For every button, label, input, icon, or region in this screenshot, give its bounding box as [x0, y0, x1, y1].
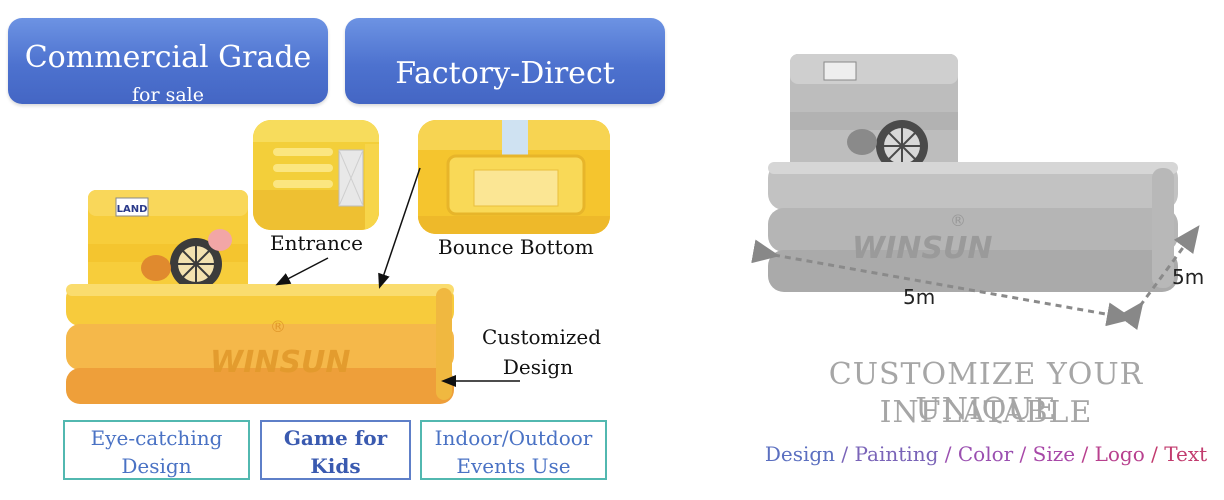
eye-catching-line1: Eye-catching: [90, 426, 223, 450]
customize-heading-line2: INFLATABLE: [879, 395, 1093, 430]
entrance-detail-photo: [253, 120, 379, 230]
option-separator: /: [1075, 442, 1095, 466]
customized-caption-line2: Design: [502, 355, 574, 379]
customized-design-caption: Customized Design: [482, 322, 602, 382]
eye-catching-design-box: Eye-catching Design: [63, 420, 250, 480]
option-separator: /: [835, 442, 855, 466]
entrance-caption: Entrance: [270, 231, 363, 255]
for-sale-subtitle: for sale: [132, 84, 204, 106]
indoor-outdoor-line2: Events Use: [456, 454, 571, 478]
bounce-bottom-caption: Bounce Bottom: [438, 235, 594, 259]
winsun-logo: WINSUN: [210, 345, 350, 380]
length-dimension-arrow-icon: [751, 239, 1134, 327]
option-painting: Painting: [854, 442, 939, 466]
option-separator: /: [1013, 442, 1033, 466]
length-dimension-label: 5m: [903, 285, 936, 309]
option-size: Size: [1032, 442, 1076, 466]
game-for-kids-line1: Game for: [283, 426, 388, 450]
commercial-grade-banner: Commercial Grade for sale: [8, 18, 328, 106]
width-dimension-arrow-icon: [1117, 225, 1200, 331]
option-logo: Logo: [1094, 442, 1145, 466]
factory-direct-banner: Factory-Direct: [345, 18, 665, 104]
game-for-kids-box: Game for Kids: [260, 420, 411, 480]
customization-options: Design / Painting / Color / Size / Logo …: [758, 442, 1214, 466]
width-dimension-label: 5m: [1172, 265, 1205, 289]
option-color: Color: [957, 442, 1014, 466]
customized-caption-line1: Customized: [482, 325, 602, 349]
eye-catching-line2: Design: [121, 454, 192, 478]
indoor-outdoor-line1: Indoor/Outdoor: [434, 426, 593, 450]
customize-heading-line1: CUSTOMIZE YOUR UNIQUE: [828, 357, 1144, 427]
entrance-arrow-icon: [275, 257, 329, 286]
indoor-outdoor-events-box: Indoor/Outdoor Events Use: [420, 420, 607, 480]
option-text: Text: [1164, 442, 1208, 466]
option-design: Design: [764, 442, 836, 466]
svg-text:®: ®: [950, 211, 966, 230]
option-separator: /: [938, 442, 958, 466]
commercial-grade-title: Commercial Grade: [24, 40, 312, 75]
game-for-kids-line2: Kids: [310, 454, 361, 478]
svg-text:®: ®: [270, 317, 286, 336]
yellow-inflatable-product: LAND WINSUN ®: [66, 190, 454, 404]
option-separator: /: [1144, 442, 1165, 466]
land-sign: [115, 197, 149, 217]
bounce-bottom-detail-photo: [418, 120, 610, 234]
bounce-bottom-arrow-icon: [378, 167, 421, 289]
land-sign-label: LAND: [117, 204, 148, 215]
factory-direct-title: Factory-Direct: [395, 56, 615, 91]
